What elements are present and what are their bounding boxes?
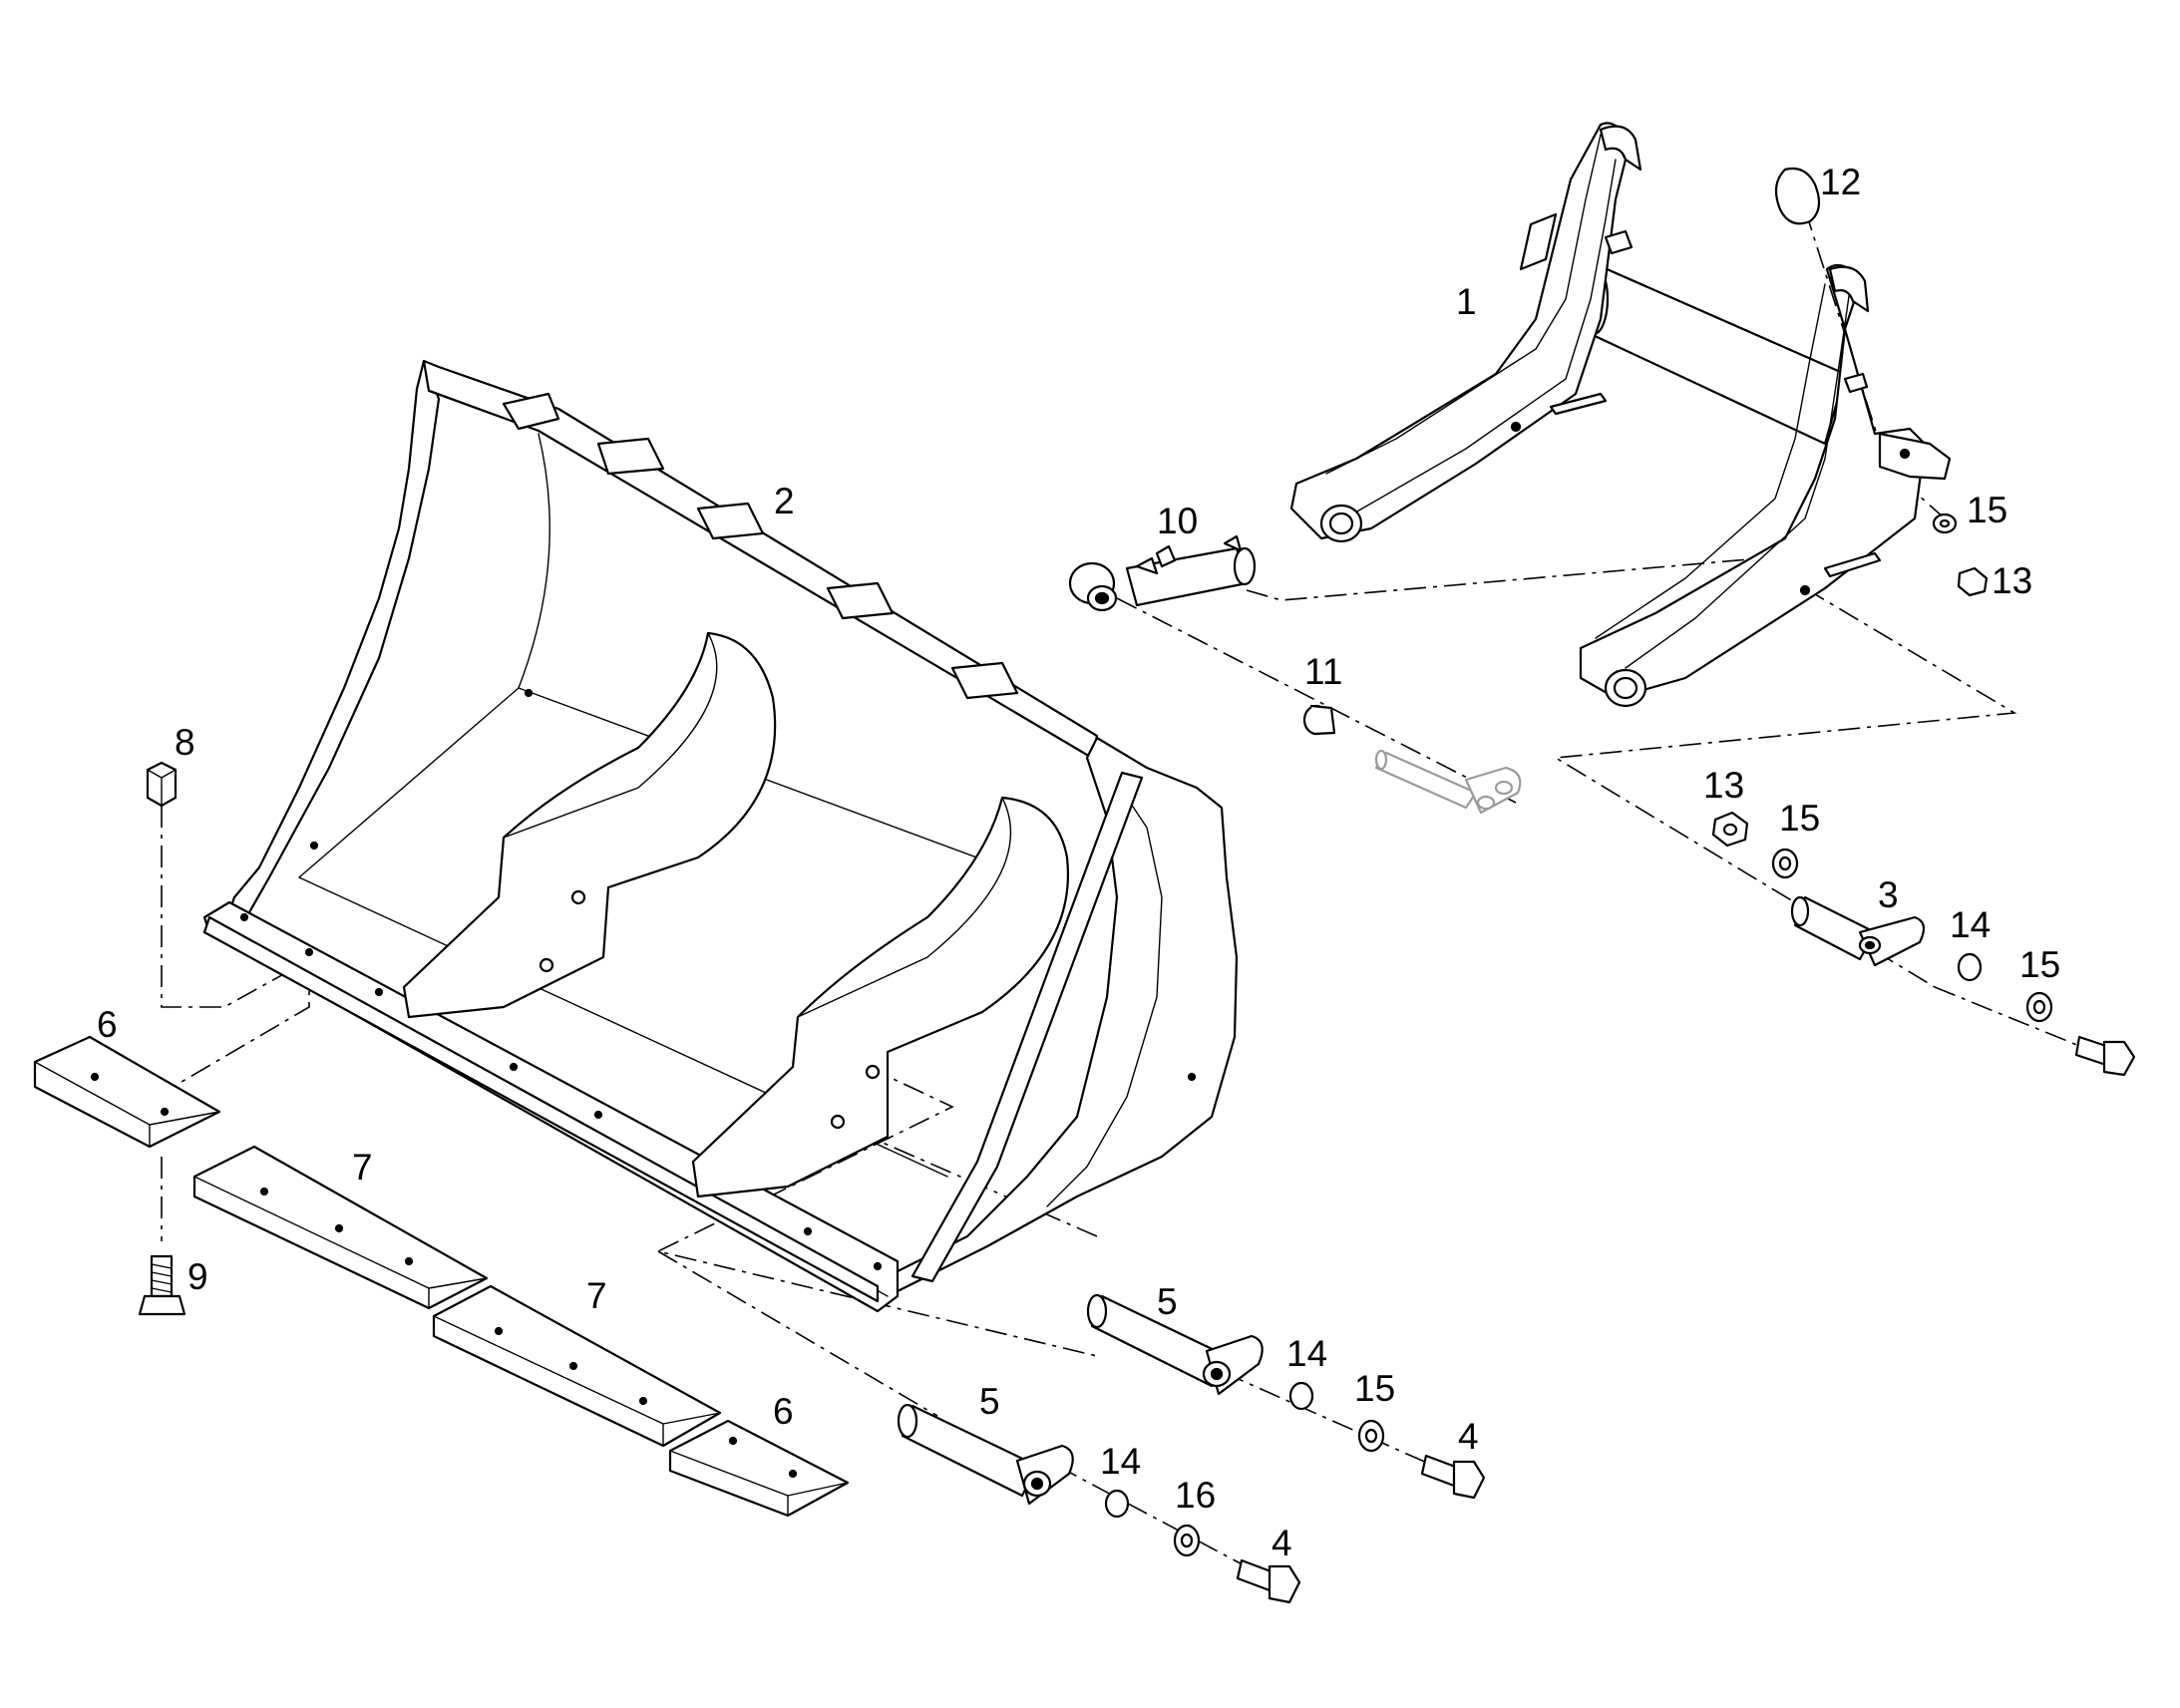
- bolt-16: [2074, 1035, 2136, 1077]
- bucket-right-side-plate: [886, 736, 1239, 1293]
- nut-8: [146, 761, 178, 808]
- callout-10: 10: [1157, 501, 1198, 541]
- leader-edge-6-bolt: [164, 962, 310, 1093]
- cylinder-barrel: [1125, 546, 1249, 607]
- frame-left-arm: [1289, 122, 1628, 540]
- pin-5-lower: [897, 1403, 1074, 1506]
- bucket-cutting-edge: [202, 915, 880, 1303]
- bushing-14-upper: [1288, 1381, 1314, 1411]
- frame-left-hook: [1599, 125, 1642, 171]
- callout-14: 14: [1100, 1441, 1141, 1482]
- bucket: [202, 359, 1239, 1313]
- callout-7: 7: [352, 1147, 373, 1188]
- callout-8: 8: [175, 722, 195, 763]
- frame-right-arm: [1579, 263, 1927, 700]
- bucket-left-bracket: [402, 631, 777, 1019]
- edge-segment-7-lower: [432, 1284, 722, 1448]
- callout-4: 4: [1272, 1523, 1292, 1563]
- callout-6: 6: [773, 1391, 794, 1432]
- edge-segment-6-left: [33, 1035, 221, 1149]
- pin-11-phantom: [1374, 749, 1522, 815]
- callout-7: 7: [586, 1275, 607, 1316]
- callout-3: 3: [1878, 874, 1899, 915]
- pin-5-upper: [1086, 1293, 1264, 1396]
- callout-15: 15: [1354, 1368, 1395, 1409]
- callout-15: 15: [1779, 798, 1820, 839]
- frame-grease-nipples: [1604, 229, 1869, 394]
- edge-segment-7-upper: [192, 1145, 489, 1310]
- edge-segment-6-right: [668, 1419, 850, 1518]
- bucket-lip-wear-blocks: [502, 392, 1019, 700]
- leader-nut-8-to-cutting-edge: [161, 806, 315, 1008]
- washer-15-right: [2025, 991, 2053, 1023]
- leader-pin-3-to-bolt-16: [1934, 986, 2095, 1053]
- bushing-14-lower: [1104, 1489, 1130, 1519]
- callout-15: 15: [1967, 490, 2007, 530]
- leader-frame-to-pin-3: [1553, 587, 2017, 988]
- callout-13: 13: [1703, 765, 1744, 806]
- callout-labels: 1 2 3 4 4 5 5 6 6 7 7 8 9 10 11 12 13 13…: [97, 162, 2060, 1563]
- frame-right-hook: [1828, 265, 1870, 313]
- leader-lower-pin-path: [657, 1250, 938, 1417]
- bolt-4-upper: [1420, 1454, 1486, 1500]
- callout-11: 11: [1304, 651, 1342, 692]
- bolt-4-lower: [1236, 1558, 1301, 1604]
- bucket-inner-back: [298, 433, 550, 878]
- callout-14: 14: [1286, 1333, 1327, 1374]
- bolt-9: [138, 1254, 186, 1316]
- frame-right-wear-pad: [1823, 551, 1882, 578]
- callout-5: 5: [1157, 1281, 1178, 1322]
- leader-cylinder-to-frame: [1246, 557, 1761, 601]
- callout-6: 6: [97, 1004, 118, 1045]
- bushing-14-right: [1957, 952, 1983, 982]
- frame-cross-tube: [1589, 262, 1847, 446]
- bushing-11: [1302, 704, 1336, 736]
- washer-15-upper: [1357, 1419, 1385, 1453]
- nut-13-top: [1957, 566, 1989, 597]
- grease-cap-12: [1774, 167, 1821, 225]
- leader-cylinder-to-pin-11: [1116, 597, 1517, 804]
- washer-15-top: [1932, 512, 1958, 534]
- callout-12: 12: [1820, 162, 1861, 202]
- washer-15-lower: [1173, 1524, 1201, 1557]
- washer-15-mid: [1771, 848, 1799, 879]
- bucket-side-strip: [910, 771, 1144, 1283]
- nut-13: [1711, 811, 1749, 848]
- callout-14: 14: [1950, 904, 1991, 945]
- coupler-frame: [1289, 122, 1952, 708]
- bucket-edge-holes: [239, 688, 1197, 1271]
- callout-9: 9: [187, 1256, 208, 1297]
- callout-15: 16: [1175, 1475, 1216, 1516]
- callout-5: 5: [979, 1381, 1000, 1422]
- bucket-left-side-plate: [225, 359, 441, 919]
- pin-3: [1790, 895, 1926, 967]
- frame-left-hook-lug: [1519, 212, 1558, 271]
- callout-1: 1: [1456, 281, 1477, 322]
- hydraulic-cylinder: [1068, 534, 1257, 612]
- callout-13: 13: [1992, 560, 2032, 601]
- bucket-right-bracket: [691, 796, 1069, 1198]
- frame-right-bracket: [1878, 432, 1952, 481]
- callout-2: 2: [774, 481, 795, 521]
- callout-15: 15: [2019, 944, 2060, 985]
- frame-left-wear-pad: [1549, 392, 1608, 416]
- callout-4: 4: [1458, 1416, 1479, 1457]
